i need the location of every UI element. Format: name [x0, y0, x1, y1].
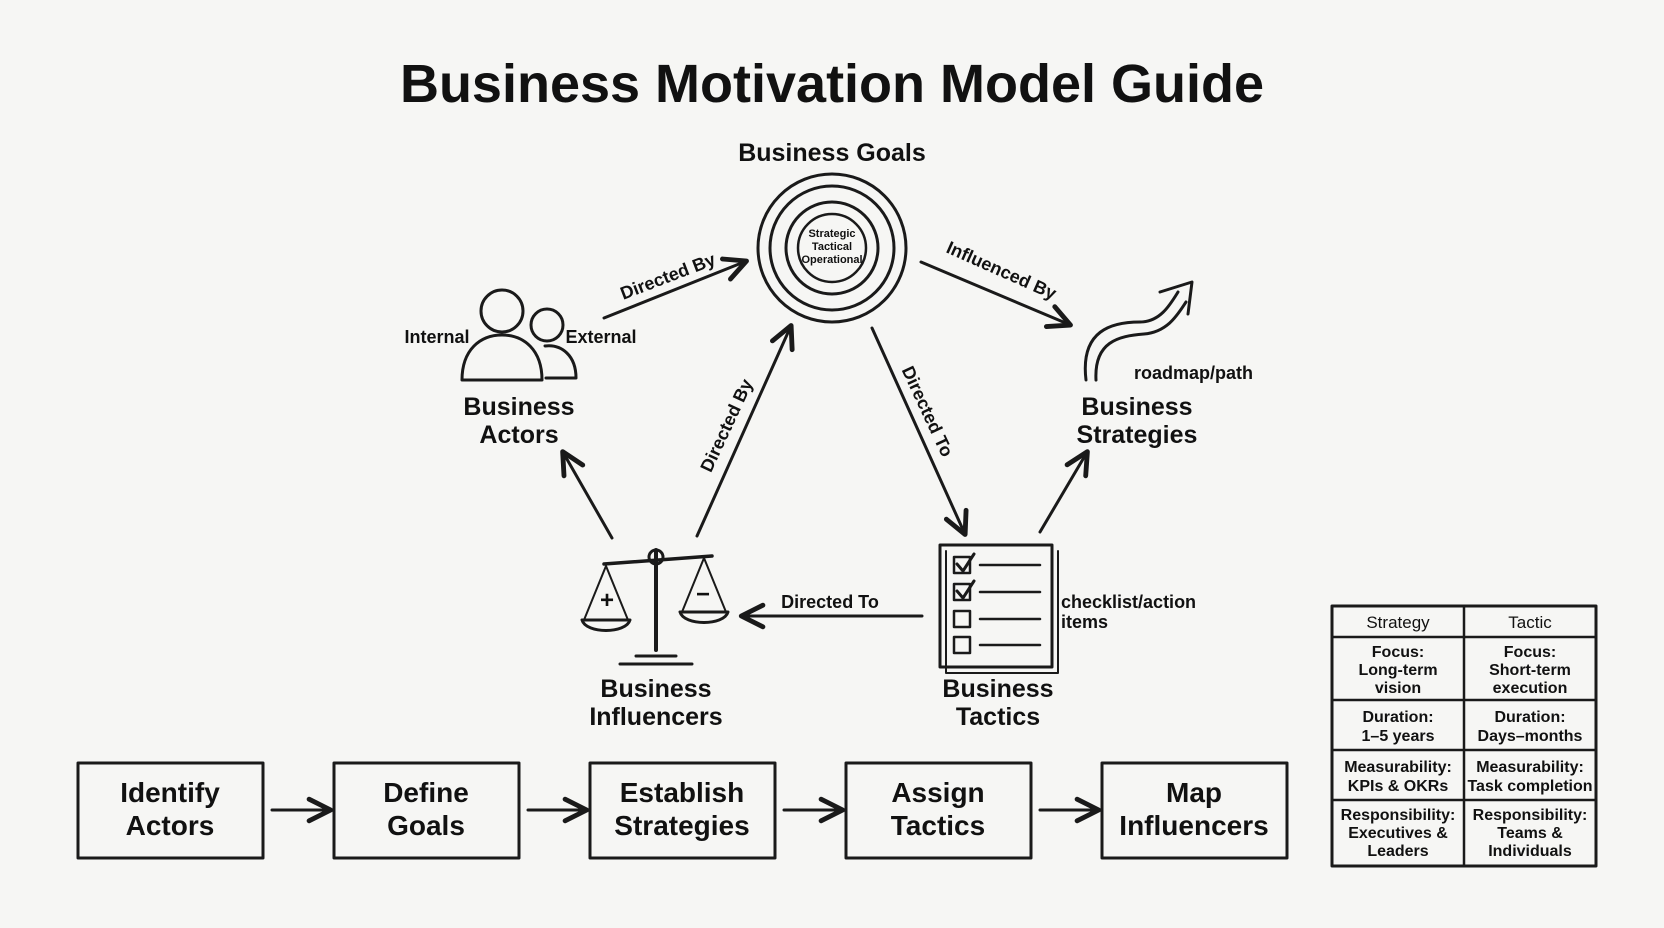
business-tactics-label-line1: Business: [942, 675, 1053, 703]
table-cell: Teams &: [1497, 825, 1563, 842]
step-label-line1: Establish: [620, 777, 744, 808]
business-actors-label-line1: Business: [463, 393, 574, 421]
step-label-line2: Influencers: [1119, 810, 1268, 841]
scales-icon: [580, 548, 730, 666]
step-box: [844, 761, 1033, 860]
relation-goals-strategies: Influenced By: [919, 237, 1073, 330]
goal-level-strategic: Strategic: [808, 228, 855, 240]
step-define-goals: Define Goals: [332, 761, 521, 860]
business-goals-label: Business Goals: [738, 139, 926, 167]
business-influencers-node: + − Business Influencers: [580, 548, 730, 731]
relation-tactics-influencers: Directed To: [738, 592, 924, 630]
table-row: Duration: 1–5 years Duration: Days–month…: [1362, 709, 1583, 745]
step-box: [588, 761, 777, 860]
step-assign-tactics: Assign Tactics: [844, 761, 1033, 860]
table-cell: execution: [1493, 680, 1568, 697]
actors-external-label: External: [565, 327, 636, 347]
step-label-line2: Goals: [387, 810, 465, 841]
goal-level-operational: Operational: [801, 254, 862, 266]
table-cell: Short-term: [1489, 662, 1571, 679]
table-cell: Duration:: [1362, 709, 1433, 726]
label-goals-strategies: Influenced By: [943, 237, 1059, 303]
target-icon: [756, 172, 908, 324]
step-label-line2: Tactics: [891, 810, 985, 841]
business-tactics-label-line2: Tactics: [956, 703, 1040, 731]
arrow-influencers-to-actors: [560, 449, 614, 540]
plus-icon: +: [600, 587, 614, 614]
table-cell: Responsibility:: [1341, 807, 1456, 824]
step-label-line1: Map: [1166, 777, 1222, 808]
tactics-note-line2: items: [1061, 612, 1108, 632]
people-icon: [460, 288, 578, 382]
step-establish-strategies: Establish Strategies: [588, 761, 777, 860]
step-label-line1: Define: [383, 777, 469, 808]
step-box: [332, 761, 521, 860]
business-influencers-label-line2: Influencers: [589, 703, 722, 731]
business-goals-node: Business Goals Strategic Tactical Operat…: [738, 139, 926, 324]
arrow-goals-to-tactics: [870, 326, 969, 537]
strategies-note: roadmap/path: [1134, 363, 1253, 383]
business-actors-label-line2: Actors: [479, 421, 558, 449]
arrow-goals-to-strategies: [919, 260, 1073, 330]
business-strategies-label-line2: Strategies: [1077, 421, 1198, 449]
table-cell: Focus:: [1372, 644, 1424, 661]
actors-internal-label: Internal: [404, 327, 469, 347]
business-influencers-label-line1: Business: [600, 675, 711, 703]
table-cell: Individuals: [1488, 843, 1572, 860]
page-title: Business Motivation Model Guide: [400, 54, 1264, 114]
business-tactics-node: checklist/action items Business Tactics: [938, 543, 1196, 731]
goal-level-tactical: Tactical: [812, 241, 852, 253]
table-cell: Days–months: [1478, 728, 1583, 745]
relation-influencers-goals: Directed By: [695, 323, 795, 538]
arrow-influencers-to-goals: [695, 323, 795, 538]
table-row: Focus: Long-term vision Focus: Short-ter…: [1358, 644, 1570, 697]
step-box: [76, 761, 265, 860]
business-strategies-label-line1: Business: [1081, 393, 1192, 421]
table-cell: Long-term: [1358, 662, 1437, 679]
minus-icon: −: [696, 581, 710, 608]
table-cell: Leaders: [1367, 843, 1428, 860]
business-strategies-node: roadmap/path Business Strategies: [1077, 280, 1253, 449]
business-actors-node: Internal External Business Actors: [404, 288, 637, 449]
step-label-line1: Identify: [120, 777, 220, 808]
upward-arrow-icon: [1083, 280, 1194, 382]
table-cell: Executives &: [1348, 825, 1448, 842]
table-cell: Measurability:: [1344, 759, 1452, 776]
step-label-line1: Assign: [891, 777, 984, 808]
table-cell: Responsibility:: [1473, 807, 1588, 824]
table-cell: Duration:: [1494, 709, 1565, 726]
strategy-tactic-table: Strategy Tactic Focus: Long-term vision …: [1330, 604, 1598, 868]
process-steps: Identify Actors Define Goals Establish S…: [76, 761, 1289, 860]
label-tactics-influencers: Directed To: [781, 592, 879, 612]
table-cell: 1–5 years: [1362, 728, 1435, 745]
arrow-tactics-to-strategies: [1038, 449, 1090, 534]
arrow-actors-to-goals: [602, 256, 749, 320]
table-row: Responsibility: Executives & Leaders Res…: [1341, 807, 1588, 860]
table-cell: Measurability:: [1476, 759, 1584, 776]
relation-actors-goals: Directed By: [602, 249, 749, 320]
step-map-influencers: Map Influencers: [1100, 761, 1289, 860]
step-label-line2: Actors: [126, 810, 215, 841]
table-cell: vision: [1375, 680, 1421, 697]
step-label-line2: Strategies: [614, 810, 749, 841]
label-actors-goals: Directed By: [618, 249, 719, 304]
table-cell: Focus:: [1504, 644, 1556, 661]
table-header-tactic: Tactic: [1508, 613, 1552, 632]
label-goals-tactics: Directed To: [898, 363, 957, 460]
tactics-note-line1: checklist/action: [1061, 592, 1196, 612]
table-row: Measurability: KPIs & OKRs Measurability…: [1344, 759, 1592, 795]
table-header-strategy: Strategy: [1366, 613, 1430, 632]
step-box: [1100, 761, 1289, 860]
table-cell: KPIs & OKRs: [1348, 778, 1449, 795]
checklist-icon: [938, 543, 1059, 674]
table-cell: Task completion: [1467, 778, 1592, 795]
relation-goals-tactics: Directed To: [870, 326, 969, 537]
step-identify-actors: Identify Actors: [76, 761, 265, 860]
